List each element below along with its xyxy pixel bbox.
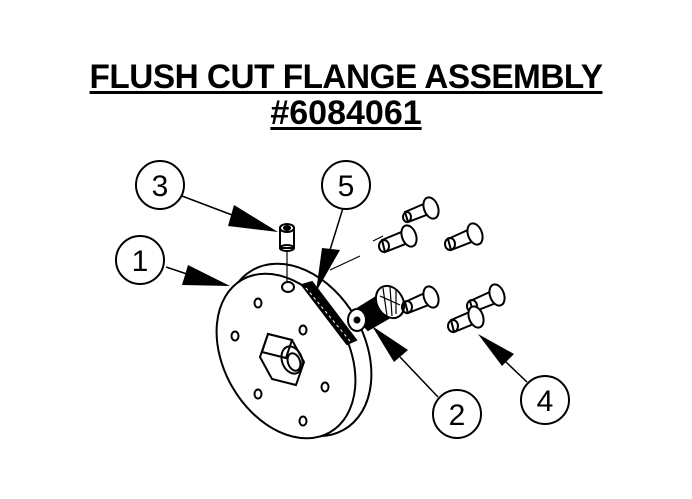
- callout-bubble-1: [115, 235, 165, 285]
- callout-number-4: 4: [537, 385, 554, 418]
- label-strip-part: [300, 280, 358, 346]
- callout-number-1: 1: [132, 245, 149, 278]
- callout-bubble-2: [432, 389, 482, 439]
- flange-part: [215, 262, 373, 440]
- knurled-screw-part: [329, 235, 406, 332]
- pin-part: [279, 223, 295, 282]
- callout-number-3: 3: [152, 170, 169, 203]
- diagram-title: FLUSH CUT FLANGE ASSEMBLY: [89, 58, 603, 96]
- callout-number-5: 5: [338, 170, 355, 203]
- callout-bubble-5: [321, 160, 371, 210]
- part-number: #6084061: [270, 94, 422, 132]
- callout-bubble-4: [520, 375, 570, 425]
- callout-number-2: 2: [449, 399, 466, 432]
- callout-leaders: [165, 195, 528, 398]
- rivets-part: [378, 196, 506, 334]
- callout-bubble-3: [135, 160, 185, 210]
